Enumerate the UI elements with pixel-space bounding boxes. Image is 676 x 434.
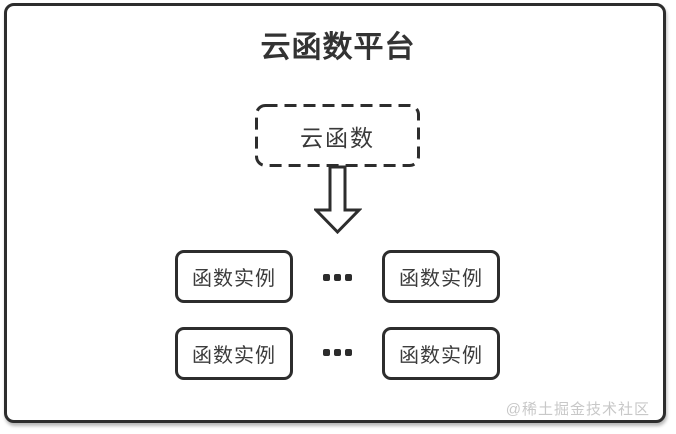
dot-icon: [345, 349, 352, 356]
cloud-function-label: 云函数: [300, 124, 375, 151]
function-instance-node: 函数实例: [382, 327, 500, 380]
function-instance-label: 函数实例: [192, 268, 276, 290]
cloud-function-node: 云函数: [255, 104, 420, 167]
function-instance-label: 函数实例: [192, 345, 276, 367]
dot-icon: [345, 274, 352, 281]
diagram-title: 云函数平台: [260, 31, 416, 64]
function-instance-label: 函数实例: [399, 345, 483, 367]
function-instance-label: 函数实例: [399, 268, 483, 290]
function-instance-node: 函数实例: [175, 327, 293, 380]
dot-icon: [334, 274, 341, 281]
ellipsis-dots: [323, 274, 352, 281]
dot-icon: [323, 349, 330, 356]
watermark: @稀土掘金技术社区: [505, 401, 650, 418]
function-instance-node: 函数实例: [382, 250, 500, 303]
down-arrow-icon: [314, 165, 362, 235]
dot-icon: [323, 274, 330, 281]
ellipsis-dots: [323, 349, 352, 356]
function-instance-node: 函数实例: [175, 250, 293, 303]
dot-icon: [334, 349, 341, 356]
